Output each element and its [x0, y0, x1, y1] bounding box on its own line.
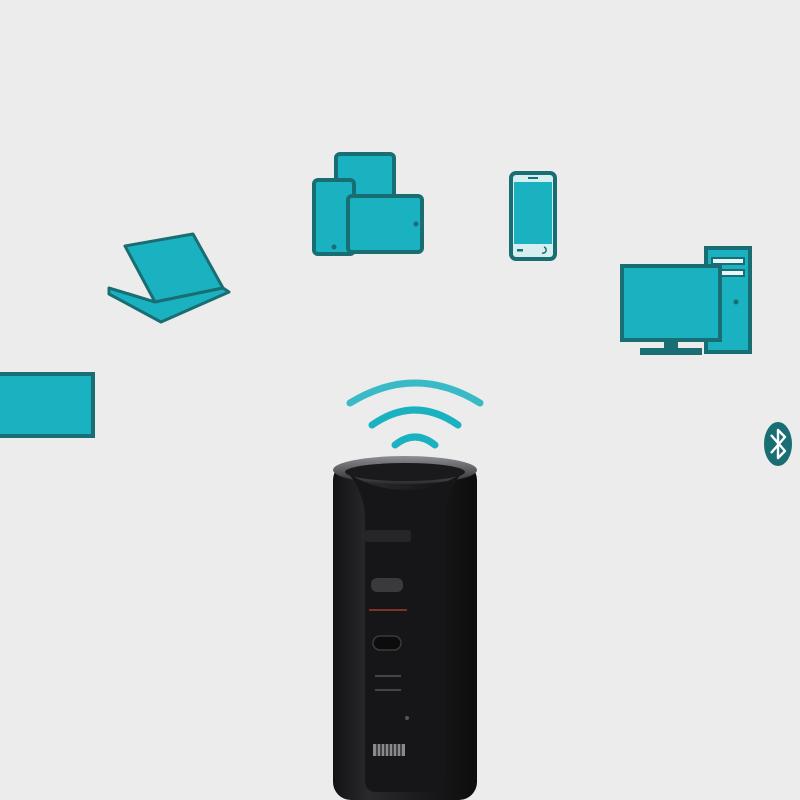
bluetooth-icon	[764, 422, 792, 466]
desktop-computer-icon	[620, 246, 752, 355]
monitor-icon	[0, 372, 95, 438]
barcode-scanner-icon	[333, 456, 477, 800]
wireless-signal-icon	[346, 379, 484, 449]
smartphone-icon	[509, 171, 557, 261]
laptop-icon	[107, 232, 231, 324]
tablet-phone-icon	[312, 152, 424, 256]
